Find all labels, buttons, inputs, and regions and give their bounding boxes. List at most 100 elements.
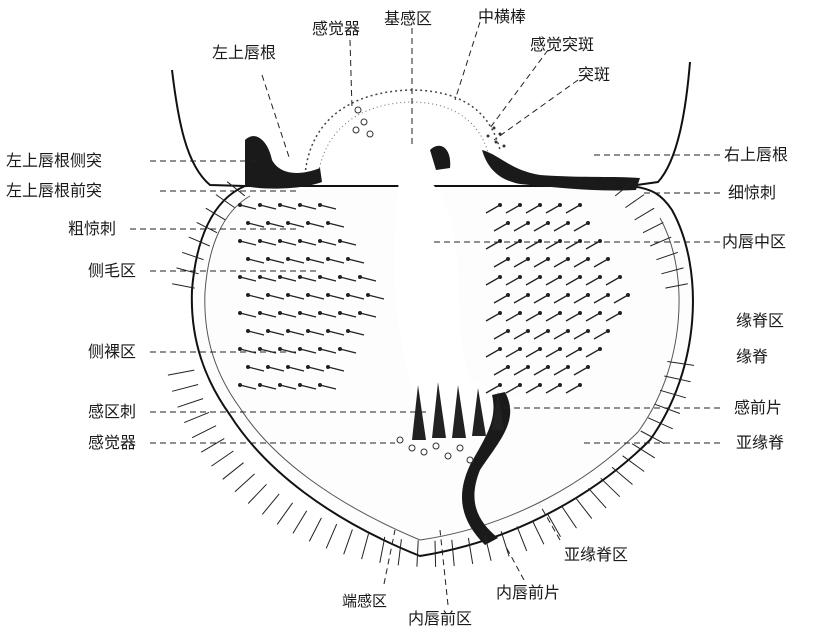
spine-base xyxy=(346,257,350,261)
marginal-hair xyxy=(172,284,195,288)
head-outline-left xyxy=(172,70,245,186)
spine-base xyxy=(338,347,342,351)
label-lateral-hair-area: 侧毛区 xyxy=(88,262,136,280)
spine-base xyxy=(246,257,250,261)
marginal-hair xyxy=(178,399,204,408)
label-fine-spines: 细惊刺 xyxy=(728,184,776,202)
spine-base xyxy=(286,221,290,225)
spine-base xyxy=(538,311,542,315)
spine-base xyxy=(558,383,562,387)
spine-base xyxy=(326,365,330,369)
spine-base xyxy=(246,365,250,369)
spine-base xyxy=(266,221,270,225)
spine-base xyxy=(506,257,510,261)
spine-base xyxy=(286,365,290,369)
spine-base xyxy=(306,293,310,297)
spine-base xyxy=(506,293,510,297)
spine-base xyxy=(566,257,570,261)
spine-base xyxy=(538,383,542,387)
spine-base xyxy=(526,221,530,225)
marginal-hair xyxy=(201,439,224,453)
marginal-hair xyxy=(344,529,353,554)
spine-base xyxy=(266,365,270,369)
spine-base xyxy=(546,293,550,297)
spine-base xyxy=(298,239,302,243)
spine-base xyxy=(586,293,590,297)
spine-base xyxy=(278,203,282,207)
marginal-hair xyxy=(562,506,577,528)
label-inner-lip-anterior-plate: 内唇前片 xyxy=(496,584,560,602)
spine-base xyxy=(578,203,582,207)
marginal-hair xyxy=(547,514,560,537)
spine-base xyxy=(298,311,302,315)
spine-base xyxy=(526,365,530,369)
spine-base xyxy=(318,347,322,351)
spine-base xyxy=(366,293,370,297)
spine-base xyxy=(518,275,522,279)
label-lateral-bare-area: 侧裸区 xyxy=(88,343,136,361)
spine-base xyxy=(306,329,310,333)
spine-base xyxy=(578,311,582,315)
spine-base xyxy=(338,311,342,315)
marginal-hair xyxy=(589,488,607,508)
spine-base xyxy=(498,203,502,207)
spine-base xyxy=(278,275,282,279)
spine-base xyxy=(626,293,630,297)
spine-base xyxy=(238,347,242,351)
spine-base xyxy=(546,365,550,369)
label-submarginal-ridge-area: 亚缘脊区 xyxy=(564,546,628,564)
spine-base xyxy=(526,293,530,297)
spine-base xyxy=(298,383,302,387)
spine-base xyxy=(538,203,542,207)
spine-base xyxy=(606,293,610,297)
marginal-hair xyxy=(184,412,209,422)
spine-base xyxy=(558,203,562,207)
spine-base xyxy=(546,221,550,225)
spine-base xyxy=(246,221,250,225)
spine-base xyxy=(606,257,610,261)
label-sensilla-bottom: 感觉器 xyxy=(88,434,136,452)
spine-base xyxy=(306,365,310,369)
label-spot: 突斑 xyxy=(578,66,610,84)
spine-base xyxy=(306,221,310,225)
spine-base xyxy=(606,329,610,333)
spine-base xyxy=(258,203,262,207)
spine-base xyxy=(318,239,322,243)
marginal-hair xyxy=(211,451,233,466)
spine-base xyxy=(546,257,550,261)
marginal-hair xyxy=(262,494,279,515)
spine-base xyxy=(518,311,522,315)
spine-base xyxy=(598,347,602,351)
spine-base xyxy=(286,293,290,297)
marginal-hair xyxy=(517,526,527,551)
marginal-hair xyxy=(235,474,255,492)
label-coarse-spines: 粗惊刺 xyxy=(68,220,116,238)
spine-base xyxy=(306,257,310,261)
spine-base xyxy=(598,311,602,315)
label-left-anterior-process: 左上唇根前突 xyxy=(6,182,102,200)
spine-base xyxy=(566,221,570,225)
spine-base xyxy=(578,383,582,387)
spine-base xyxy=(538,347,542,351)
spine-base xyxy=(346,293,350,297)
label-inner-lip-anterior-area: 内唇前区 xyxy=(408,610,472,628)
marginal-hair xyxy=(192,426,216,438)
label-anterior-sensory-plate: 感前片 xyxy=(734,399,782,417)
spine-base xyxy=(578,275,582,279)
label-left-lateral-process: 左上唇根侧突 xyxy=(6,152,102,170)
marginal-hair xyxy=(435,541,436,567)
label-left-labrum-root: 左上唇根 xyxy=(212,44,276,62)
spine-base xyxy=(258,275,262,279)
spine-base xyxy=(566,293,570,297)
marginal-hair xyxy=(223,463,244,480)
spine-base xyxy=(518,383,522,387)
label-marginal-ridge-area: 缘脊区 xyxy=(736,312,784,330)
spine-base xyxy=(326,329,330,333)
spine-base xyxy=(498,383,502,387)
spine-base xyxy=(318,203,322,207)
spine-base xyxy=(558,275,562,279)
spine-base xyxy=(258,239,262,243)
spine-base xyxy=(506,221,510,225)
spine-base xyxy=(546,329,550,333)
